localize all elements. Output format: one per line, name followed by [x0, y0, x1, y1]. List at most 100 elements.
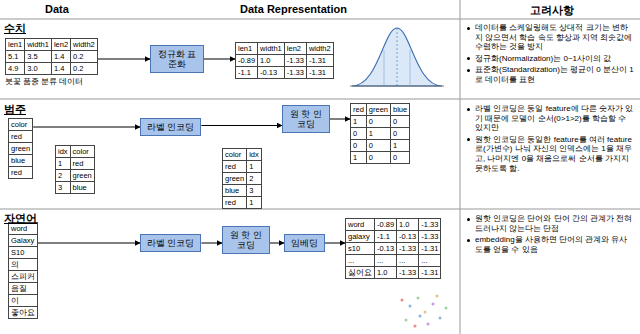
embedding-scatter — [401, 295, 448, 328]
table-cell: width1 — [258, 43, 284, 54]
note-text: 원핫 인코딩은 단어와 단어 간의 관계가 전혀 드러나지 않는다는 단점 — [475, 214, 632, 233]
table-cell: red — [351, 104, 366, 115]
column-divider — [460, 0, 461, 334]
table-cell: word — [9, 223, 37, 234]
data-table: coloridxred1green2blue3red1 — [222, 148, 262, 209]
table-cell: -0.89 — [236, 55, 257, 66]
table-cell: green — [9, 143, 32, 154]
process-box: 원 핫 인코딩 — [222, 226, 270, 254]
note-text: 데이터를 스케일링해도 상대적 크기는 변하지 않으면서 학습 속도 향상과 지… — [475, 23, 632, 51]
column-header: Data Representation — [240, 3, 347, 15]
process-box: 임베딩 — [284, 234, 325, 252]
bullet-item: embedding을 사용하면 단어의 관계와 유사도를 얻을 수 있음 — [466, 235, 634, 254]
section-title: 수치 — [4, 21, 26, 36]
section-title: 범주 — [4, 102, 26, 117]
process-box: 정규화 표준화 — [150, 45, 204, 73]
table-cell: ... — [346, 255, 374, 266]
flow-arrow — [201, 243, 222, 244]
table-cell: 3.5 — [25, 51, 51, 62]
table-cell: ... — [397, 255, 418, 266]
table-cell: width1 — [25, 39, 51, 50]
table-cell: len2 — [52, 39, 70, 50]
box-label: 임베딩 — [291, 238, 318, 248]
table-cell: green — [223, 173, 246, 184]
data-table: redgreenblue100010001100 — [350, 103, 410, 164]
table-cell: blue — [9, 155, 32, 166]
table-cell: 1 — [391, 140, 409, 151]
table-cell: -1.33 — [419, 219, 440, 230]
table-cell: galaxy — [346, 231, 374, 242]
table-cell: idx — [56, 146, 70, 157]
table-cell: -1.33 — [397, 243, 418, 254]
table-cell: 1.0 — [375, 267, 396, 278]
bullet-dot — [467, 27, 470, 30]
bullet-item: 정규화(Normalization)는 0~1사이의 값 — [466, 54, 634, 64]
table-cell: green — [367, 104, 390, 115]
box-label: 원 핫 인코딩 — [289, 109, 323, 129]
table-cell: width2 — [71, 39, 97, 50]
note-list: 원핫 인코딩은 단어와 단어 간의 관계가 전혀 드러나지 않는다는 단점 emb… — [466, 214, 634, 256]
data-table: wordGalaxyS10의스피커음질이좋아요 — [8, 222, 38, 319]
table-cell: color — [9, 119, 32, 130]
bullet-item: 데이터를 스케일링해도 상대적 크기는 변하지 않으면서 학습 속도 향상과 지… — [466, 23, 634, 52]
box-label: 정규화 표준화 — [157, 49, 197, 69]
table-cell: blue — [223, 185, 246, 196]
table-cell: 0 — [367, 140, 390, 151]
table-cell: 0 — [367, 116, 390, 127]
table-cell: 1.4 — [52, 51, 70, 62]
flow-arrow — [270, 243, 284, 244]
data-table: len1width1len2width25.13.51.40.24.93.01.… — [5, 38, 98, 75]
column-header: Data — [45, 3, 69, 15]
table-cell: 2 — [247, 173, 261, 184]
table-cell: 0 — [367, 152, 390, 163]
note-text: 라벨 인코딩은 동일 feature에 다른 숫자가 있기 때문에 모델이 순서… — [475, 104, 633, 132]
table-cell: -0.13 — [375, 243, 396, 254]
table-caption: 붓꽃 품종 분류 데이터 — [5, 77, 83, 87]
process-box: 라벨 인코딩 — [140, 234, 201, 252]
bullet-item: 원핫 인코딩은 동일한 feature를 여러 feature로(가변수) 나눠… — [466, 135, 634, 173]
table-cell: 3 — [247, 185, 261, 196]
flow-arrow — [201, 125, 282, 126]
table-cell: color — [223, 149, 246, 160]
table-cell: red — [71, 158, 94, 169]
data-table: colorredgreenbluered — [8, 118, 33, 179]
note-text: 원핫 인코딩은 동일한 feature를 여러 feature로(가변수) 나눠… — [475, 135, 632, 173]
table-cell: 1 — [351, 152, 366, 163]
table-cell: s10 — [346, 243, 374, 254]
table-cell: blue — [391, 104, 409, 115]
table-cell: word — [346, 219, 374, 230]
table-cell: 싫어요 — [346, 267, 374, 278]
table-cell: 1 — [247, 161, 261, 172]
bullet-item: 라벨 인코딩은 동일 feature에 다른 숫자가 있기 때문에 모델이 순서… — [466, 104, 634, 133]
table-cell: blue — [71, 182, 94, 193]
table-cell: 이 — [9, 295, 37, 306]
table-cell: -1.31 — [307, 67, 333, 78]
table-cell: 음질 — [9, 283, 37, 294]
bullet-dot — [467, 138, 470, 141]
table-cell: ... — [419, 255, 440, 266]
section-title: 자연어 — [4, 211, 37, 226]
box-label: 라벨 인코딩 — [147, 238, 194, 248]
bullet-dot — [467, 218, 470, 221]
table-cell: -1.31 — [307, 55, 333, 66]
table-cell: 1 — [247, 197, 261, 208]
box-label: 원 핫 인코딩 — [229, 230, 263, 250]
table-cell: red — [9, 131, 32, 142]
flow-arrow — [204, 59, 235, 60]
note-list: 라벨 인코딩은 동일 feature에 다른 숫자가 있기 때문에 모델이 순서… — [466, 104, 634, 175]
table-cell: -0.13 — [397, 231, 418, 242]
flow-arrow — [38, 243, 140, 244]
divider-line — [0, 99, 640, 100]
process-box: 원 핫 인코딩 — [282, 105, 330, 133]
data-table: idxcolor1red2green3blue — [55, 145, 95, 194]
table-cell: width2 — [307, 43, 333, 54]
table-cell: 좋아요 — [9, 307, 37, 318]
table-cell: -1.31 — [419, 267, 440, 278]
table-cell: -1.1 — [375, 231, 396, 242]
table-cell: -1.1 — [236, 67, 257, 78]
note-list: 데이터를 스케일링해도 상대적 크기는 변하지 않으면서 학습 속도 향상과 지… — [466, 23, 634, 87]
table-cell: 1.4 — [52, 63, 70, 74]
table-cell: S10 — [9, 247, 37, 258]
note-text: 표준화(Standardization)는 평균이 0 분산이 1로 데이터를 … — [475, 65, 634, 84]
process-box: 라벨 인코딩 — [140, 118, 201, 136]
